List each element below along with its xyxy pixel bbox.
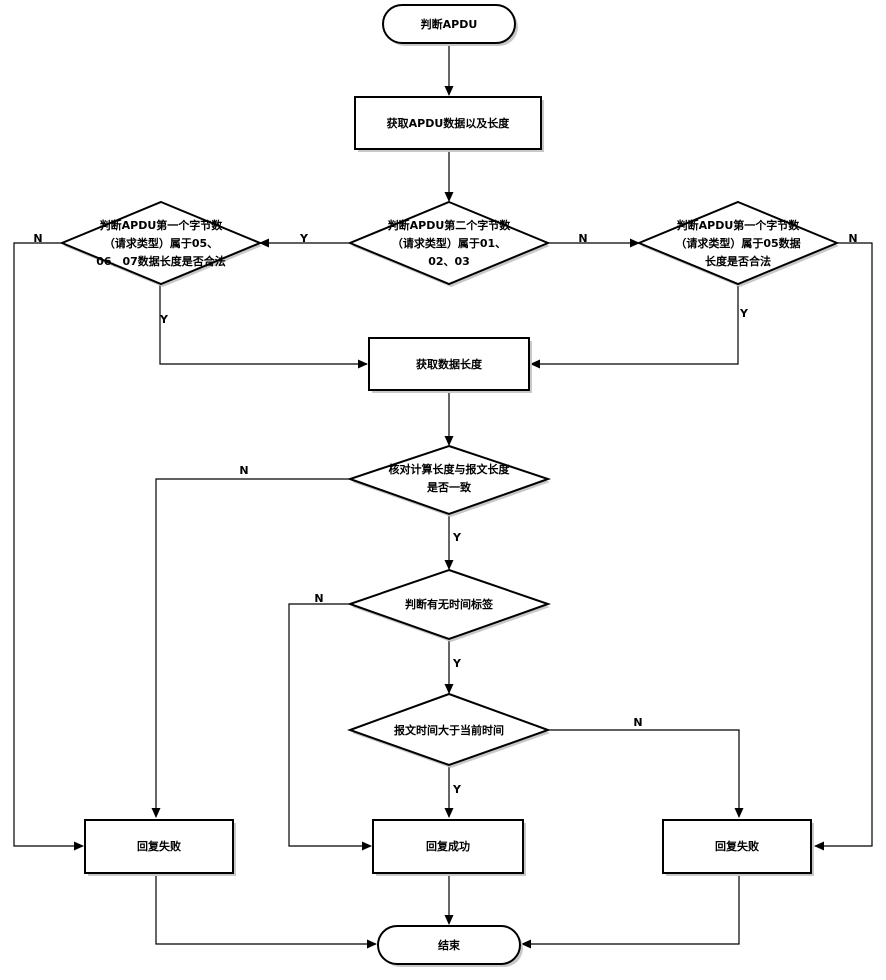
- first-byte-left-decision: 判断APDU第一个字节数 （请求类型）属于05、 06、07数据长度是否合法: [59, 200, 263, 287]
- check-length-line-2: 是否一致: [426, 480, 472, 494]
- second-byte-line-2: （请求类型）属于01、: [392, 236, 506, 250]
- edge-left-yes-to-get-length: [159, 284, 368, 369]
- fail-right-box: 回复失败: [662, 819, 814, 876]
- label-yes-second-left: Y: [299, 232, 309, 245]
- first-byte-right-decision: 判断APDU第一个字节数 （请求类型）属于05数据 长度是否合法: [636, 200, 840, 287]
- first-byte-right-line-2: （请求类型）属于05数据: [675, 236, 800, 250]
- success-label: 回复成功: [426, 839, 470, 853]
- check-timetag-label: 判断有无时间标签: [405, 597, 494, 611]
- fail-left-label: 回复失败: [137, 839, 181, 853]
- label-yes-timetag: Y: [452, 657, 462, 670]
- get-apdu-box: 获取APDU数据以及长度: [354, 96, 544, 152]
- edge-fail-right-to-end: [521, 873, 740, 949]
- end-label: 结束: [437, 938, 461, 952]
- check-length-decision: 核对计算长度与报文长度 是否一致: [346, 444, 552, 517]
- edge-right-yes-to-get-length: [530, 284, 739, 369]
- get-apdu-label: 获取APDU数据以及长度: [387, 116, 511, 130]
- first-byte-right-line-3: 长度是否合法: [705, 254, 771, 268]
- label-no-check-time: N: [633, 716, 642, 729]
- label-yes-check-time: Y: [452, 783, 462, 796]
- label-no-second-right: N: [578, 232, 587, 245]
- get-length-label: 获取数据长度: [416, 357, 483, 371]
- edge-right-no-to-fail: [814, 242, 873, 851]
- label-no-timetag: N: [314, 592, 323, 605]
- first-byte-left-line-3: 06、07数据长度是否合法: [96, 254, 226, 268]
- edge-check-length-no-to-fail: [151, 478, 350, 818]
- fail-left-box: 回复失败: [84, 819, 236, 876]
- second-byte-decision: 判断APDU第二个字节数 （请求类型）属于01、 02、03: [347, 200, 551, 287]
- first-byte-left-line-1: 判断APDU第一个字节数: [100, 218, 224, 232]
- fail-right-label: 回复失败: [715, 839, 759, 853]
- check-time-decision: 报文时间大于当前时间: [347, 692, 551, 768]
- label-no-left-outer: N: [33, 232, 42, 245]
- label-yes-right-down: Y: [739, 307, 749, 320]
- second-byte-line-1: 判断APDU第二个字节数: [388, 218, 512, 232]
- edge-fail-left-to-end: [155, 873, 377, 949]
- first-byte-left-line-2: （请求类型）属于05、: [104, 236, 218, 250]
- label-no-check-length: N: [239, 464, 248, 477]
- edge-timetag-no-to-success: [288, 603, 372, 851]
- first-byte-right-line-1: 判断APDU第一个字节数: [677, 218, 801, 232]
- check-timetag-decision: 判断有无时间标签: [346, 568, 552, 642]
- success-box: 回复成功: [372, 819, 526, 876]
- check-length-line-1: 核对计算长度与报文长度: [389, 462, 511, 476]
- end-terminal: 结束: [377, 925, 523, 967]
- label-yes-left-down: Y: [159, 313, 169, 326]
- second-byte-line-3: 02、03: [428, 255, 470, 268]
- start-label: 判断APDU: [421, 17, 478, 31]
- start-terminal: 判断APDU: [382, 4, 518, 46]
- label-no-right-outer: N: [848, 232, 857, 245]
- edge-check-time-no-to-fail: [548, 729, 744, 818]
- edge-labels: N Y N N Y Y N Y N Y N Y: [33, 232, 857, 796]
- get-length-box: 获取数据长度: [368, 337, 532, 393]
- label-yes-check-length: Y: [452, 531, 462, 544]
- connectors: [13, 43, 873, 949]
- edge-left-no-to-fail: [13, 242, 84, 851]
- check-time-label: 报文时间大于当前时间: [394, 723, 504, 737]
